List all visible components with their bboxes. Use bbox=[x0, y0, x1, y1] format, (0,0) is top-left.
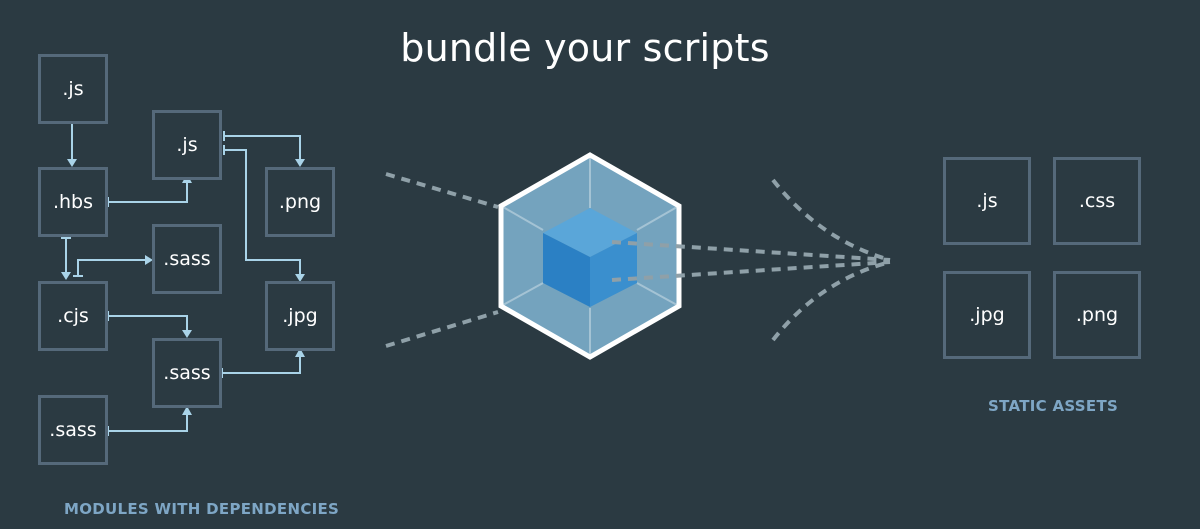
module-box-sass-middle: .sass bbox=[152, 338, 222, 408]
outgoing-dotted-lines bbox=[611, 178, 891, 342]
arrow-sass3-sass2 bbox=[108, 413, 188, 432]
asset-label: .css bbox=[1078, 190, 1116, 212]
module-box-cjs: .cjs bbox=[38, 281, 108, 351]
module-box-js: .js bbox=[38, 54, 108, 124]
module-label: .png bbox=[278, 191, 322, 213]
module-label: .sass bbox=[49, 419, 97, 441]
asset-label: .png bbox=[1075, 304, 1119, 326]
arrow-js2-png bbox=[224, 135, 301, 160]
module-label: .hbs bbox=[52, 191, 94, 213]
webpack-cube-icon bbox=[498, 152, 682, 360]
module-label: .js bbox=[62, 78, 84, 100]
module-box-sass: .sass bbox=[38, 395, 108, 465]
arrow-js2-jpg bbox=[224, 149, 301, 275]
module-box-js-dependency: .js bbox=[152, 110, 222, 180]
incoming-dotted-lines bbox=[385, 172, 499, 348]
assets-caption: STATIC ASSETS bbox=[988, 397, 1119, 415]
arrow-cjs-sass1 bbox=[77, 259, 146, 276]
module-box-sass-top: .sass bbox=[152, 224, 222, 294]
modules-caption: MODULES WITH DEPENDENCIES bbox=[64, 500, 340, 518]
asset-box-jpg: .jpg bbox=[943, 271, 1031, 359]
arrow-cjs-sass2 bbox=[108, 315, 188, 331]
module-label: .js bbox=[176, 134, 198, 156]
asset-label: .jpg bbox=[969, 304, 1005, 326]
module-label: .cjs bbox=[57, 305, 89, 327]
arrow-hbs-js2 bbox=[108, 181, 188, 203]
asset-box-js: .js bbox=[943, 157, 1031, 245]
asset-box-css: .css bbox=[1053, 157, 1141, 245]
asset-label: .js bbox=[976, 190, 998, 212]
module-label: .sass bbox=[163, 362, 211, 384]
module-label: .sass bbox=[163, 248, 211, 270]
module-label: .jpg bbox=[282, 305, 318, 327]
module-box-jpg: .jpg bbox=[265, 281, 335, 351]
module-box-png: .png bbox=[265, 167, 335, 237]
arrow-sass2-jpg bbox=[222, 355, 301, 374]
asset-box-png: .png bbox=[1053, 271, 1141, 359]
page-title: bundle your scripts bbox=[400, 26, 770, 70]
module-box-hbs: .hbs bbox=[38, 167, 108, 237]
